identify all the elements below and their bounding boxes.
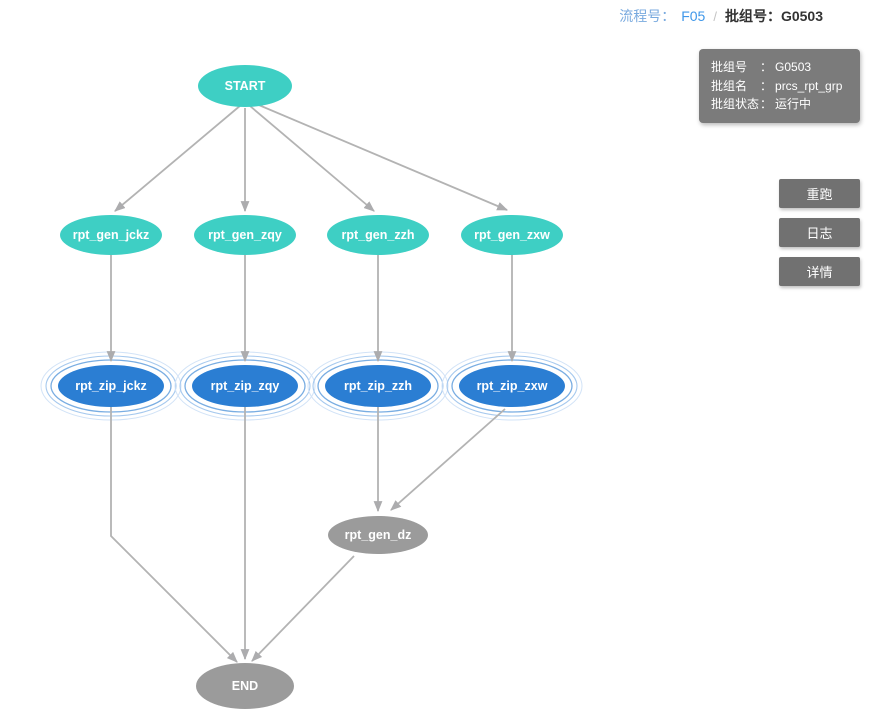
info-label: 批组号 xyxy=(711,60,748,74)
breadcrumb-separator: / xyxy=(713,8,717,24)
node-rpt-gen-jckz-shape[interactable] xyxy=(60,215,162,255)
batch-number-label: 批组号： xyxy=(724,8,781,24)
edge-rpt-gen-dz-to-end xyxy=(251,555,355,662)
info-label: 批组名 xyxy=(711,78,748,93)
breadcrumb: 流程号： F05 / 批组号：G0503 xyxy=(619,6,823,26)
flow-number-label: 流程号： xyxy=(619,8,676,24)
log-button[interactable]: 日志 xyxy=(779,218,860,247)
node-rpt-gen-zxw[interactable]: rpt_gen_zxw xyxy=(461,215,563,255)
node-rpt-gen-zzh[interactable]: rpt_gen_zzh xyxy=(327,215,429,255)
batch-info-panel: 批组号 ： G0503 批组名 ： prcs_rpt_grp 批组状态 ： 运行… xyxy=(699,49,860,123)
node-rpt-gen-zqy-shape[interactable] xyxy=(194,215,296,255)
info-row-batch-name: 批组名 ： prcs_rpt_grp xyxy=(711,77,848,96)
node-rpt-zip-jckz-shape[interactable] xyxy=(58,365,164,407)
detail-button[interactable]: 详情 xyxy=(779,257,860,286)
node-rpt-gen-jckz[interactable]: rpt_gen_jckz xyxy=(60,215,162,255)
node-rpt-zip-zxw[interactable]: rpt_zip_zxw xyxy=(459,365,565,407)
edge-start-to-rpt-gen-zxw xyxy=(253,102,509,211)
node-rpt-gen-zqy[interactable]: rpt_gen_zqy xyxy=(194,215,296,255)
node-rpt-zip-zxw-shape[interactable] xyxy=(459,365,565,407)
node-start-shape[interactable] xyxy=(198,65,292,107)
info-value-batch-status: 运行中 xyxy=(775,97,812,111)
node-rpt-gen-dz-shape[interactable] xyxy=(328,516,428,554)
info-label: 批组状态 xyxy=(711,97,760,111)
edge-rpt-zip-jckz-to-end xyxy=(110,407,238,663)
info-row-batch-status: 批组状态 ： 运行中 xyxy=(711,95,848,114)
node-rpt-zip-zqy[interactable]: rpt_zip_zqy xyxy=(192,365,298,407)
edge-start-to-rpt-gen-zzh xyxy=(249,105,375,212)
batch-number-text: 批组号：G0503 xyxy=(725,6,823,26)
node-rpt-zip-zzh[interactable]: rpt_zip_zzh xyxy=(325,365,431,407)
info-colon: ： xyxy=(760,97,773,111)
node-rpt-zip-zqy-shape[interactable] xyxy=(192,365,298,407)
info-colon: ： xyxy=(760,78,773,93)
rerun-button[interactable]: 重跑 xyxy=(779,179,860,208)
batch-number-value: G0503 xyxy=(780,8,823,24)
node-end-shape[interactable] xyxy=(196,663,294,709)
info-colon: ： xyxy=(760,60,773,74)
node-rpt-gen-zxw-shape[interactable] xyxy=(461,215,563,255)
info-value-batch-name: prcs_rpt_grp xyxy=(775,78,843,93)
node-start[interactable]: START xyxy=(198,65,292,107)
node-rpt-zip-zzh-shape[interactable] xyxy=(325,365,431,407)
node-rpt-zip-jckz[interactable]: rpt_zip_jckz xyxy=(58,365,164,407)
edge-rpt-zip-zxw-to-rpt-gen-dz xyxy=(390,408,506,511)
flow-number-link[interactable]: F05 xyxy=(681,8,706,24)
info-value-batch-no: G0503 xyxy=(775,60,812,74)
node-rpt-gen-zzh-shape[interactable] xyxy=(327,215,429,255)
edge-start-to-rpt-gen-jckz xyxy=(114,104,242,212)
node-rpt-gen-dz[interactable]: rpt_gen_dz xyxy=(328,516,428,554)
info-row-batch-no: 批组号 ： G0503 xyxy=(711,58,848,77)
node-end[interactable]: END xyxy=(196,663,294,709)
